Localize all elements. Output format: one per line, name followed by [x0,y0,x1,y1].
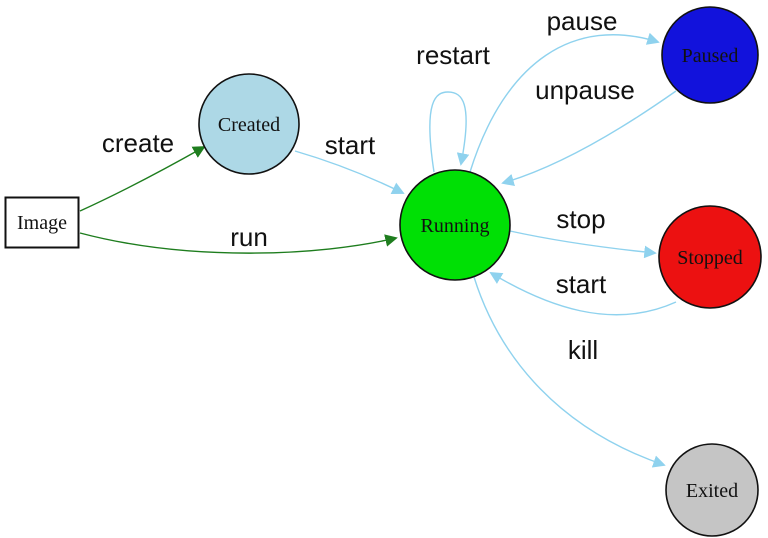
image-node-box [4,196,80,249]
exited-node-label: Exited [686,480,738,502]
nodes-layer: Image Created Running Paused Stopped Exi [4,6,762,537]
edge-label-kill: kill [568,335,598,365]
created-node-label: Created [218,114,280,136]
node-running: Running [399,169,511,281]
edge-create-arrow [79,146,206,212]
node-image: Image [4,196,80,249]
node-exited: Exited [665,443,759,537]
edge-label-stop: stop [556,204,605,234]
running-node-circle [399,169,511,281]
stopped-node-label: Stopped [677,247,743,269]
paused-node-circle [661,6,759,104]
edge-label-restart: restart [416,40,490,70]
paused-node-label: Paused [682,45,739,67]
edge-label-run: run [230,222,268,252]
edge-stop-arrow [509,230,657,259]
edge-unpause-arrow [501,90,677,187]
edge-run-arrow [79,232,398,254]
stopped-node-circle [658,205,762,309]
edge-start-created-arrow [294,150,405,194]
edge-start-stopped-arrow [489,272,677,316]
edge-labels-layer: create run start restart pause unpause s… [102,6,635,365]
node-stopped: Stopped [658,205,762,309]
edge-label-create: create [102,128,174,158]
edge-label-start-created: start [325,130,376,160]
exited-node-circle [665,443,759,537]
node-created: Created [198,73,300,175]
image-node-label: Image [17,212,67,234]
edge-label-start-stopped: start [556,269,607,299]
edge-label-pause: pause [547,6,618,36]
edge-label-unpause: unpause [535,75,635,105]
created-node-circle [198,73,300,175]
edge-kill-arrow [473,276,666,468]
edge-pause-arrow [469,32,660,173]
edge-restart-self-loop-arrow [429,91,470,173]
edges-layer [79,32,677,468]
running-node-label: Running [421,215,490,237]
node-paused: Paused [661,6,759,104]
